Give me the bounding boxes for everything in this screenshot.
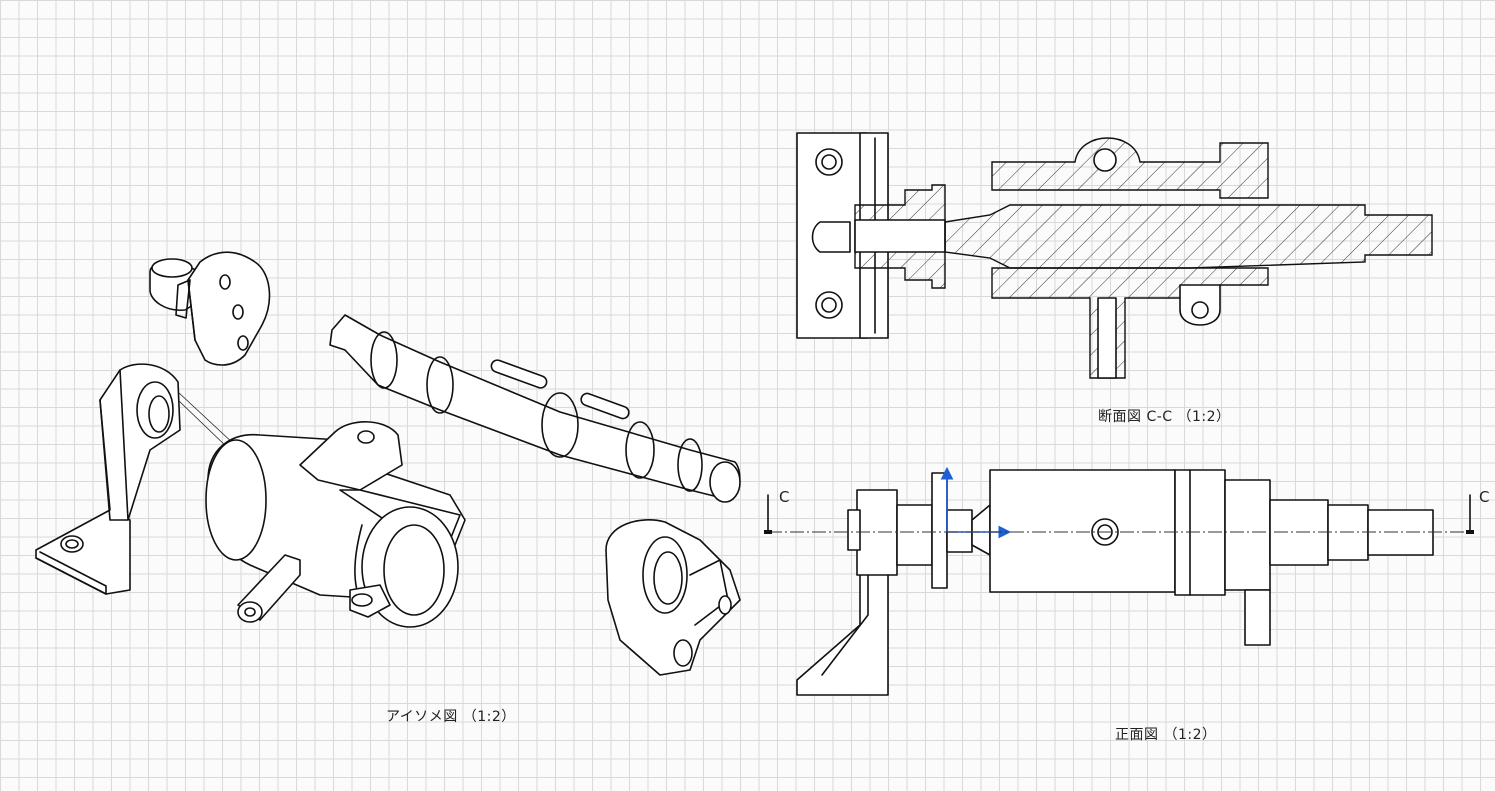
section-label-left: C — [779, 488, 790, 506]
iso-flange-part[interactable] — [149, 251, 271, 366]
iso-view-caption: アイソメ図 （1:2） — [386, 709, 516, 725]
front-view[interactable] — [764, 466, 1474, 696]
iso-support-part[interactable] — [605, 519, 741, 676]
iso-shaft-part[interactable] — [329, 314, 741, 503]
front-view-caption: 正面図 （1:2） — [1115, 727, 1217, 743]
iso-bracket-part[interactable] — [35, 363, 236, 595]
isometric-view[interactable] — [35, 251, 741, 676]
iso-housing-part[interactable] — [205, 421, 466, 628]
section-view-caption: 断面図 C-C （1:2） — [1098, 409, 1231, 425]
section-view[interactable] — [796, 132, 1433, 379]
section-label-right: C — [1479, 488, 1490, 506]
